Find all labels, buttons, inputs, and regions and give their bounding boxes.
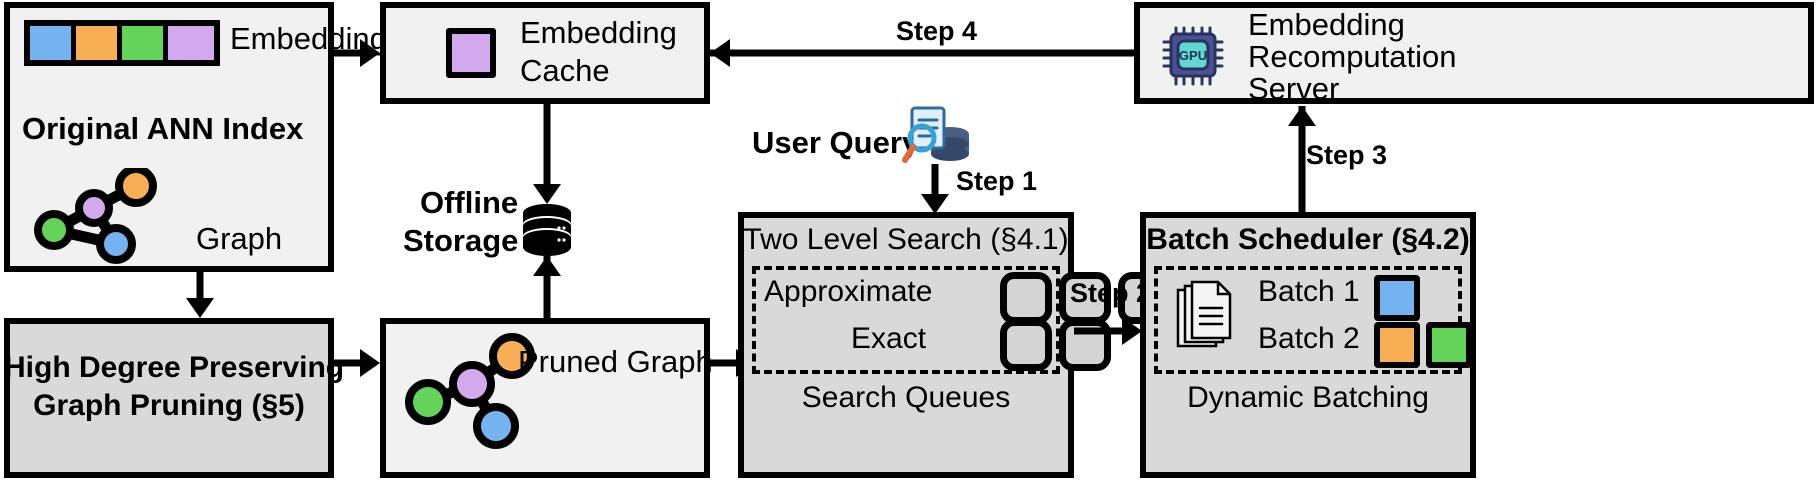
embedding-cache-title-line1: Embedding <box>520 15 677 50</box>
embedding-vector-strip <box>24 20 220 66</box>
search-queues-footer: Search Queues <box>801 381 1011 414</box>
exact-row-label: Exact <box>851 322 927 355</box>
graph-pruning-box <box>4 318 334 478</box>
batch-scheduler-title: Batch Scheduler (§4.2) <box>1146 223 1470 256</box>
embedding-cell-purple <box>168 26 214 60</box>
embedding-cache-swatch <box>446 28 496 78</box>
queue-slot[interactable] <box>1000 319 1052 371</box>
recomputation-server-line3: Server <box>1248 71 1340 106</box>
recomputation-server-line1: Embedding <box>1248 7 1405 42</box>
batch-1-items <box>1374 275 1420 321</box>
arrow-pruned-graph-to-storage <box>527 256 567 318</box>
arrow-step3-scheduler-to-server <box>1282 106 1322 212</box>
gpu-icon-text: GPU <box>1179 48 1207 63</box>
offline-storage-label-line1: Offline <box>420 185 519 220</box>
step1-label: Step 1 <box>956 166 1038 196</box>
batch-item-green <box>1426 322 1472 368</box>
step2-label: Step 2 <box>1070 278 1152 308</box>
step3-label: Step 3 <box>1306 140 1388 170</box>
arrow-cache-to-storage <box>527 104 567 204</box>
graph-pruning-title-line1: High Degree Preserving <box>4 351 345 384</box>
pruned-graph-box <box>380 318 710 478</box>
recomputation-server-line2: Recomputation <box>1248 39 1457 74</box>
original-ann-index-title: Original ANN Index <box>22 111 304 146</box>
batch-item-blue <box>1374 275 1420 321</box>
batch-1-label: Batch 1 <box>1258 275 1360 308</box>
documents-stack-icon <box>1176 280 1232 348</box>
batch-2-items <box>1374 322 1472 368</box>
batch-2-label: Batch 2 <box>1258 322 1360 355</box>
search-queues-dashed-region <box>752 266 1060 374</box>
arrow-step1-query-to-search <box>915 164 955 214</box>
arrow-step2-search-to-scheduler <box>1074 316 1142 346</box>
user-query-label: User Query <box>752 125 920 160</box>
dynamic-batching-dashed-region <box>1154 266 1462 374</box>
queue-slot[interactable] <box>1000 272 1052 324</box>
arrow-pruning-to-pruned-graph <box>334 348 380 378</box>
embedding-cell-orange <box>76 26 122 60</box>
arrow-index-to-pruning <box>180 272 220 318</box>
arrow-step4-server-to-cache <box>710 38 1138 68</box>
approximate-row-label: Approximate <box>764 275 933 308</box>
embedding-cell-blue <box>30 26 76 60</box>
graph-pruning-title-line2: Graph Pruning (§5) <box>33 389 305 422</box>
recomputation-server-box <box>1134 2 1814 104</box>
embedding-cache-title-line2: Cache <box>520 53 610 88</box>
original-index-graph-icon <box>34 168 157 264</box>
embedding-cell-green <box>122 26 168 60</box>
database-icon <box>523 204 571 256</box>
step4-label: Step 4 <box>896 16 978 46</box>
offline-storage-label-line2: Storage <box>403 223 519 258</box>
pruned-graph-label: Pruned Graph <box>518 344 713 379</box>
embedding-cache-box <box>380 2 710 104</box>
batch-item-orange <box>1374 322 1420 368</box>
pruned-graph-icon <box>405 333 535 449</box>
arrow-index-to-embedding-cache <box>334 38 380 68</box>
query-search-database-icon <box>902 106 969 163</box>
dynamic-batching-footer: Dynamic Batching <box>1187 381 1429 414</box>
two-level-search-title: Two Level Search (§4.1) <box>743 223 1069 256</box>
graph-label: Graph <box>196 221 283 256</box>
gpu-chip-icon: GPU <box>1162 26 1224 86</box>
